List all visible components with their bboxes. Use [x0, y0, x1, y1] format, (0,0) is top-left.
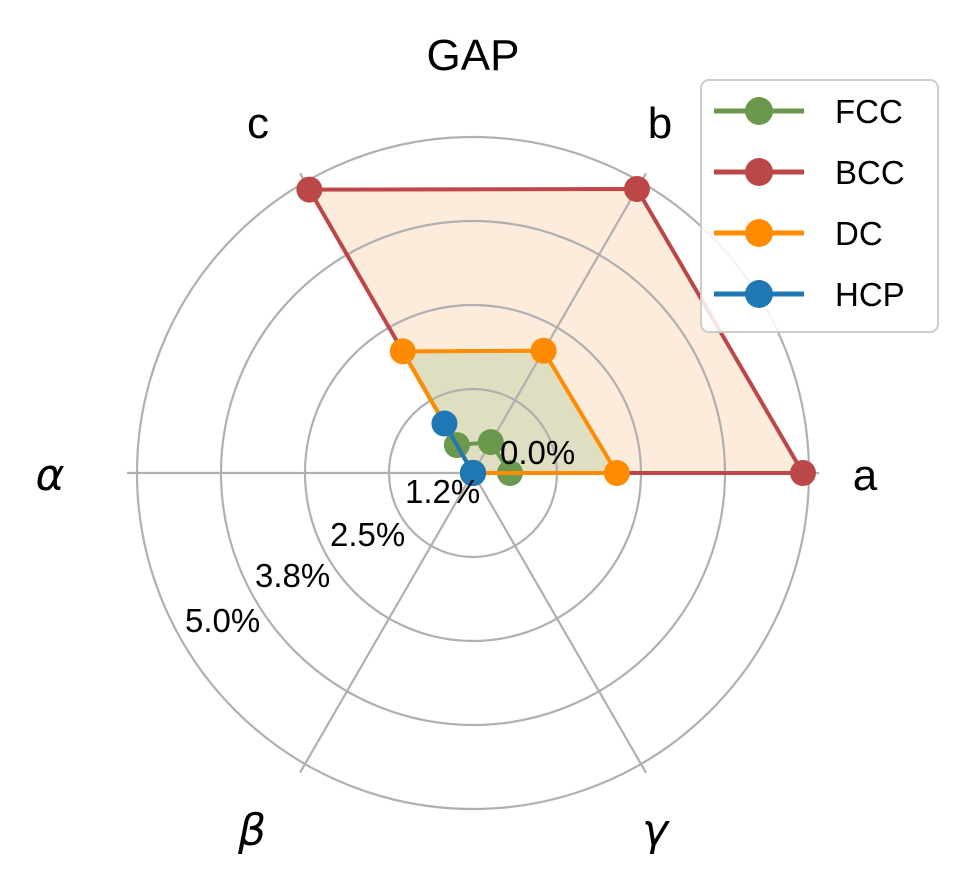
legend-marker — [745, 97, 773, 125]
axis-label-1: b — [648, 99, 672, 148]
radial-tick-label: 5.0% — [185, 602, 260, 639]
data-point-marker — [460, 460, 486, 486]
legend-marker — [745, 219, 773, 247]
axis-label-3: α — [35, 450, 64, 501]
axis-label-4: β — [237, 805, 266, 856]
legend-label: FCC — [835, 93, 903, 130]
axis-labels: a b c α β γ — [35, 99, 877, 856]
axis-label-0: a — [853, 451, 878, 500]
legend-item-bcc: BCC — [714, 154, 905, 191]
radial-tick-label: 1.2% — [405, 473, 480, 510]
legend-item-fcc: FCC — [714, 93, 903, 130]
chart-title: GAP — [427, 31, 520, 80]
axis-label-5: γ — [642, 805, 670, 856]
legend-marker — [745, 280, 773, 308]
data-point-marker — [477, 429, 504, 456]
series-hcp — [431, 410, 486, 486]
legend-item-hcp: HCP — [714, 276, 905, 313]
data-point-marker — [789, 460, 816, 486]
data-point-marker — [431, 410, 458, 437]
legend-frame — [700, 79, 939, 333]
radial-tick-label: 0.0% — [500, 434, 575, 471]
legend-label: HCP — [835, 276, 905, 313]
data-point-marker — [389, 338, 416, 365]
legend-label: BCC — [835, 154, 905, 191]
axis-label-2: c — [247, 99, 269, 148]
data-point-marker — [530, 337, 557, 364]
legend-item-dc: DC — [714, 215, 883, 252]
radial-tick-labels: 0.0% 1.2%2.5%3.8% 5.0% — [185, 434, 575, 639]
data-point-marker — [603, 460, 630, 486]
radial-tick-label: 2.5% — [330, 516, 405, 553]
grid-spoke — [472, 172, 647, 474]
data-point-marker — [296, 176, 323, 203]
legend-marker — [745, 158, 773, 186]
radial-tick-label: 3.8% — [255, 557, 330, 594]
data-point-marker — [623, 175, 650, 202]
grid-spoke — [299, 472, 474, 774]
legend-label: DC — [835, 215, 883, 252]
series-lines — [296, 175, 816, 486]
grid-spoke — [472, 472, 647, 774]
legend: FCC BCC DC HCP — [700, 79, 939, 333]
